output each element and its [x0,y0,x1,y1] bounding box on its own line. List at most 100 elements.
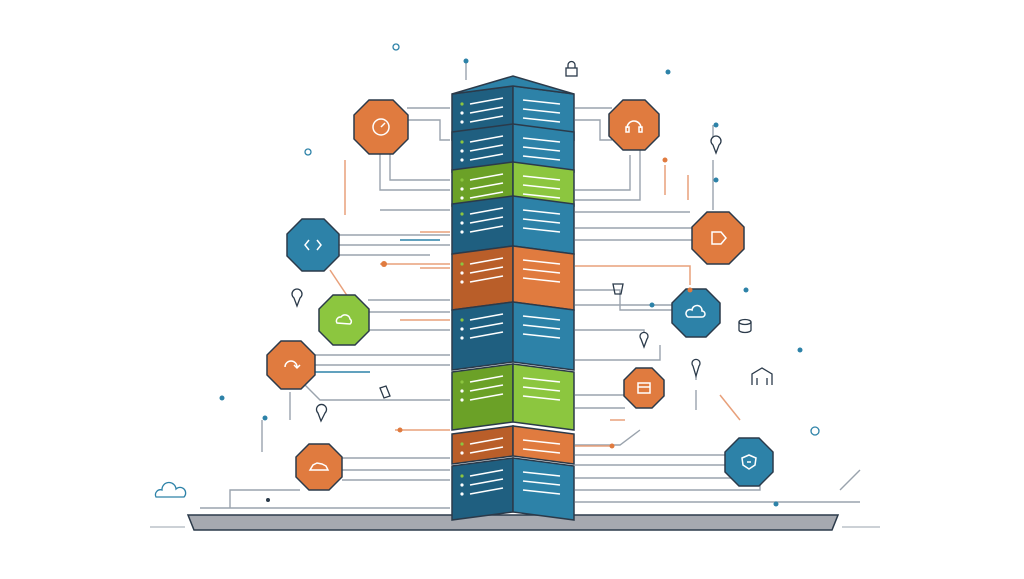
panel-line [522,99,561,105]
cloud-icon [335,314,353,325]
status-light [460,280,464,284]
node-blue-right-middle [671,288,721,338]
panel-line [522,315,561,321]
status-light [460,271,464,275]
status-light [460,318,464,322]
node-green-left [318,294,370,346]
status-light [460,442,464,446]
panel-line [522,471,561,477]
shield-icon [741,454,757,470]
panel-line [469,144,504,152]
server-block [451,301,575,371]
server-block [451,363,575,431]
panel-line [522,324,561,330]
panel-line [522,439,561,445]
location-pin-icon [691,358,701,379]
server-stack [451,75,575,521]
lock-icon [565,60,578,77]
accent-lines-blue [315,239,440,373]
panel-line [469,135,504,143]
server-block [451,457,575,521]
status-light [460,158,464,162]
server-block [451,425,575,465]
panel-line [522,448,561,454]
panel-line [469,266,504,274]
node-orange-left-middle [266,340,316,390]
panel-line [522,137,561,143]
panel-line [522,227,561,233]
status-light [460,230,464,234]
platform-base [150,514,880,531]
cloud-icon [685,304,706,318]
status-light [460,389,464,393]
node-blue-left [286,218,340,272]
tag-icon [711,231,727,245]
panel-line [469,106,504,114]
status-light [460,492,464,496]
panel-line [522,277,561,283]
accent-lines [329,160,741,447]
node-orange-top-left [353,99,409,155]
status-light [460,178,464,182]
status-light [460,262,464,266]
status-light [460,140,464,144]
status-light [460,380,464,384]
code-icon [304,239,322,251]
panel-line [469,191,504,199]
panel-line [522,395,561,401]
location-pin-icon [291,288,303,308]
status-light [460,120,464,124]
status-light [460,111,464,115]
panel-line [522,155,561,161]
stack-top-cap [451,75,575,95]
panel-line [522,146,561,152]
location-pin-icon [315,403,328,423]
server-block [451,195,575,255]
status-light [460,187,464,191]
node-orange-top-right [608,99,660,151]
status-light [460,212,464,216]
panel-line [522,333,561,339]
panel-line [469,478,504,486]
node-blue-right-bottom [724,437,774,487]
panel-line [469,469,504,477]
panel-line [469,207,504,215]
panel-line [469,446,504,454]
status-light [460,483,464,487]
panel-line [522,259,561,265]
panel-line [522,218,561,224]
database-icon [738,318,752,334]
building-icon [751,367,773,385]
status-light [460,398,464,402]
panel-line [522,117,561,123]
panel-line [469,153,504,161]
panel-line [469,437,504,445]
panel-line [522,108,561,114]
status-light [460,149,464,153]
panel-line [469,216,504,224]
node-orange-right-upper [691,211,745,265]
panel-line [469,384,504,392]
location-pin-icon [639,331,649,349]
status-light [460,221,464,225]
panel-line [469,375,504,383]
node-orange-left-bottom [295,443,343,491]
panel-line [469,322,504,330]
box-icon [637,382,651,394]
location-pin-icon [710,135,722,155]
headset-icon [625,120,643,133]
panel-line [469,173,504,181]
cloud-icon [154,481,187,498]
node-orange-right-small [623,367,665,409]
panel-line [522,193,561,199]
panel-line [522,184,561,190]
panel-line [522,489,561,495]
panel-line [469,393,504,401]
status-light [460,336,464,340]
panel-line [522,480,561,486]
cup-icon [612,283,624,295]
gauge-icon [372,118,390,136]
panel-line [469,257,504,265]
refresh-icon [284,360,301,370]
